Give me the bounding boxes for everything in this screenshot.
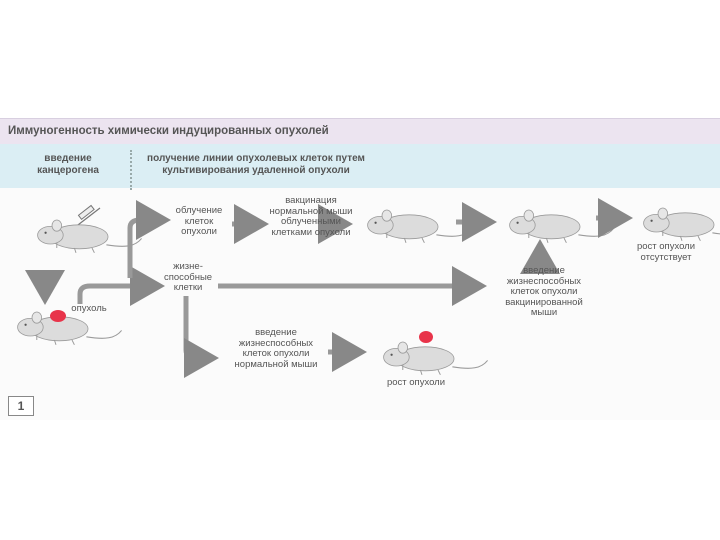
label-irradiation: облучение клеток опухоли — [175, 205, 223, 237]
figure: Иммуногенность химически индуцированных … — [0, 118, 720, 420]
header-culture-label: получение линии опухолевых клеток путем … — [147, 153, 365, 176]
mouse-carcinogen — [37, 219, 143, 254]
panel-number: 1 — [8, 396, 34, 416]
tumor-icon — [50, 310, 66, 322]
title-bar: Иммуногенность химически индуцированных … — [0, 118, 720, 145]
mouse-vaccinated — [367, 209, 473, 244]
label-inject-vaccinated: введение жизнеспособных клеток опухоли в… — [505, 265, 583, 318]
label-tumor: опухоль — [71, 303, 107, 314]
diagram-canvas — [17, 198, 720, 378]
label-viable-cells: жизне-способные клетки — [163, 261, 213, 293]
header-divider — [130, 150, 132, 190]
mouse-normal-tumor — [383, 341, 489, 376]
arrow-tumor-branch — [77, 266, 165, 306]
header-carcinogen-label: введение канцерогена — [37, 153, 99, 176]
mouse-with-tumor — [17, 311, 123, 346]
label-no-tumor-growth: рост опухоли отсутствует — [636, 241, 696, 263]
mouse-challenged — [509, 209, 615, 244]
arrow-branch-normal — [183, 296, 219, 378]
figure-title: Иммуногенность химически индуцированных … — [8, 125, 329, 137]
label-tumor-growth: рост опухоли — [386, 377, 446, 388]
header-band: введение канцерогена получение линии опу… — [0, 144, 720, 188]
arrow-branch-irradiation — [127, 200, 171, 278]
label-vaccination: вакцинация нормальной мыши облученными к… — [269, 195, 353, 238]
label-inject-normal: введение жизнеспособных клеток опухоли н… — [234, 327, 318, 370]
mouse-no-tumor — [643, 207, 720, 242]
tumor-icon-normal — [419, 331, 433, 343]
